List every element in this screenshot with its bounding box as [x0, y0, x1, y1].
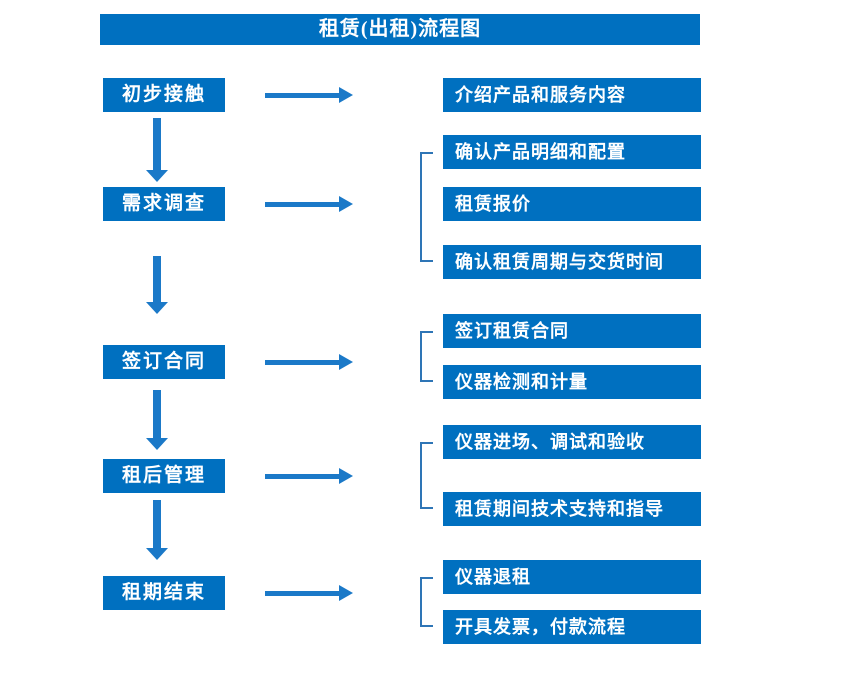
right-arrow-icon [265, 354, 353, 370]
flowchart-title: 租赁(出租)流程图 [100, 14, 700, 45]
output-box: 租赁期间技术支持和指导 [443, 492, 701, 526]
output-box: 确认产品明细和配置 [443, 135, 701, 169]
stage-box-sign-contract: 签订合同 [103, 345, 225, 379]
stage-box-demand-survey: 需求调查 [103, 187, 225, 221]
output-box: 仪器检测和计量 [443, 365, 701, 399]
right-arrow-icon [265, 87, 353, 103]
stage-box-post-rental: 租后管理 [103, 459, 225, 493]
down-arrow-icon [146, 256, 168, 314]
stage-box-initial-contact: 初步接触 [103, 78, 225, 112]
bracket-connector [420, 577, 433, 627]
output-box: 确认租赁周期与交货时间 [443, 245, 701, 279]
right-arrow-icon [265, 196, 353, 212]
output-box: 介绍产品和服务内容 [443, 78, 701, 112]
bracket-connector [420, 331, 433, 382]
output-box: 租赁报价 [443, 187, 701, 221]
output-box: 签订租赁合同 [443, 314, 701, 348]
output-box: 仪器进场、调试和验收 [443, 425, 701, 459]
right-arrow-icon [265, 468, 353, 484]
bracket-connector [420, 442, 433, 509]
down-arrow-icon [146, 390, 168, 450]
stage-box-rental-end: 租期结束 [103, 576, 225, 610]
bracket-connector [420, 152, 433, 262]
right-arrow-icon [265, 585, 353, 601]
down-arrow-icon [146, 118, 168, 182]
output-box: 仪器退租 [443, 560, 701, 594]
output-box: 开具发票，付款流程 [443, 610, 701, 644]
down-arrow-icon [146, 500, 168, 560]
